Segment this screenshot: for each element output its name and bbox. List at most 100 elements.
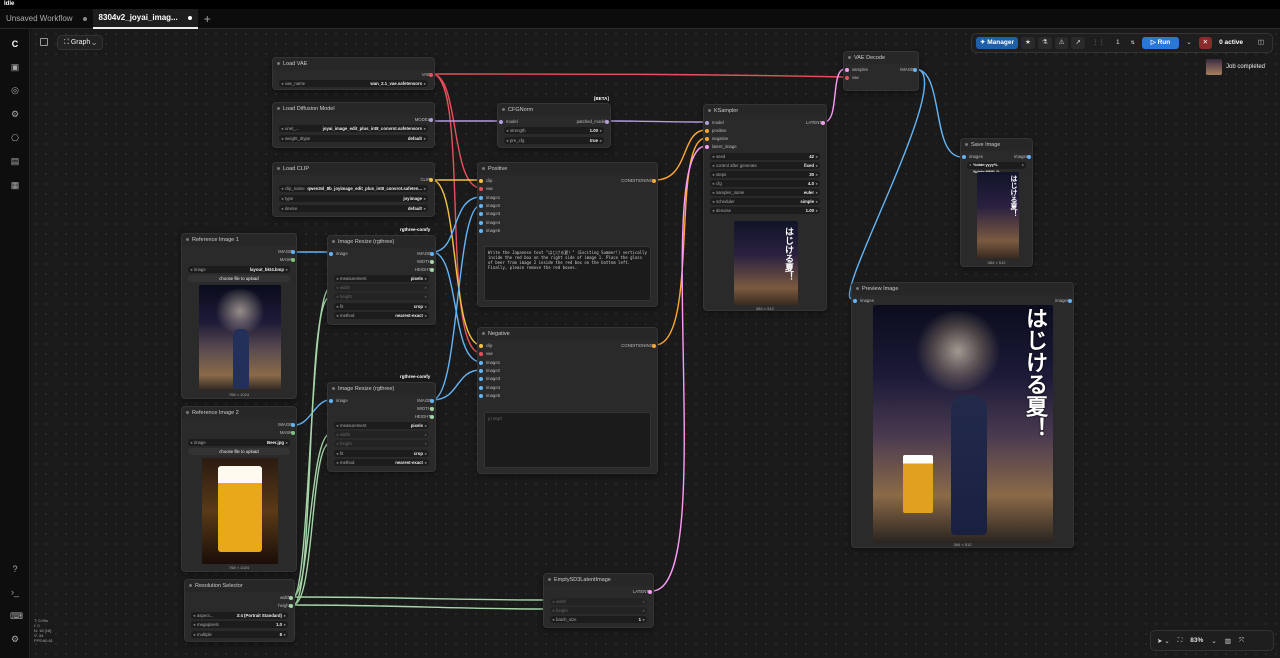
output-latent[interactable]: LATENT: [806, 119, 825, 126]
input-vae[interactable]: vae: [845, 74, 859, 81]
job-status-toast[interactable]: Job completed: [1206, 58, 1265, 76]
node-ksampler[interactable]: KSampler model positive negative latent_…: [703, 104, 827, 311]
flask-alt-icon[interactable]: ⚠: [1054, 37, 1069, 49]
output-height[interactable]: HEIGHT: [415, 413, 434, 420]
minimap-icon[interactable]: ▥: [1224, 637, 1231, 645]
node-load-clip[interactable]: Load CLIP CLIP clip_nameqwen3vl_8b_joyim…: [272, 162, 435, 217]
node-image-resize-2[interactable]: Image Resize (rgthree) image IMAGE WIDTH…: [327, 382, 436, 472]
node-load-diffusion-model[interactable]: Load Diffusion Model MODEL unet_...joyai…: [272, 102, 435, 148]
help-icon[interactable]: ?: [12, 564, 18, 574]
widget-height[interactable]: height: [334, 440, 429, 447]
comfy-logo-icon[interactable]: C: [11, 39, 19, 49]
settings-gear-icon[interactable]: ⚙: [10, 634, 20, 644]
output-images[interactable]: images: [1055, 297, 1072, 304]
drag-handle-icon[interactable]: ⋮⋮: [1091, 39, 1105, 46]
widget-width[interactable]: width: [334, 431, 429, 438]
output-height[interactable]: height: [278, 602, 293, 609]
input-vae[interactable]: vae: [479, 185, 493, 192]
zoom-level[interactable]: 83%: [1190, 637, 1204, 644]
input-image5[interactable]: image5: [479, 227, 500, 234]
queue-count-input[interactable]: 1: [1115, 39, 1120, 46]
output-width[interactable]: WIDTH: [417, 405, 434, 412]
input-image4[interactable]: image4: [479, 219, 500, 226]
input-image4[interactable]: image4: [479, 384, 500, 391]
widget-width[interactable]: width: [550, 598, 647, 605]
models-icon[interactable]: ⎔: [11, 133, 19, 143]
upload-button[interactable]: choose file to upload: [188, 275, 290, 282]
input-images[interactable]: images: [853, 297, 874, 304]
input-clip[interactable]: clip: [479, 177, 492, 184]
input-vae[interactable]: vae: [479, 350, 493, 357]
upload-button[interactable]: choose file to upload: [188, 448, 290, 455]
cancel-icon[interactable]: ✕: [1198, 37, 1213, 49]
terminal-icon[interactable]: ›_: [10, 587, 19, 597]
output-mask[interactable]: MASK: [280, 256, 295, 263]
graph-mode-button[interactable]: ⛶ Graph ⌄: [57, 35, 104, 50]
flask-icon[interactable]: ⚗: [1037, 37, 1052, 49]
output-image[interactable]: IMAGE: [417, 250, 434, 257]
widget-clip-name[interactable]: clip_nameqwen3vl_8b_joyimage_edit_plus_i…: [279, 185, 428, 192]
output-mask[interactable]: MASK: [280, 429, 295, 436]
link-visibility-icon[interactable]: ⤧: [1238, 636, 1245, 644]
active-queue-label[interactable]: 0 active: [1219, 39, 1243, 46]
close-dot-icon[interactable]: [187, 15, 192, 20]
node-empty-sd3-latent-image[interactable]: EmptySD3LatentImage LATENT width height …: [543, 573, 654, 628]
node-positive[interactable]: Positive clip vae image1 image2 image3 i…: [477, 162, 658, 307]
share-icon[interactable]: ➚: [1071, 37, 1085, 49]
input-latent-image[interactable]: latent_image: [705, 143, 737, 150]
panel-right-icon[interactable]: ◫: [1257, 39, 1264, 46]
output-image[interactable]: IMAGE: [278, 248, 295, 255]
widget-aspect-ratio[interactable]: aspect...3:4 (Portrait Standard): [191, 612, 288, 619]
output-clip[interactable]: CLIP: [420, 176, 433, 183]
stepper-icon[interactable]: ⇅: [1130, 40, 1135, 46]
output-model[interactable]: MODEL: [415, 116, 433, 123]
widget-height[interactable]: height: [334, 293, 429, 300]
widget-height[interactable]: height: [550, 607, 647, 614]
widget-unet-name[interactable]: unet_...joyai_image_edit_plus_int8_convr…: [279, 125, 428, 132]
input-model[interactable]: model: [705, 119, 724, 126]
workflows-icon[interactable]: ▤: [10, 156, 20, 166]
output-latent[interactable]: LATENT: [633, 588, 652, 595]
select-tool-icon[interactable]: ➤ ⌄: [1157, 637, 1170, 645]
images-icon[interactable]: ▣: [10, 62, 20, 72]
fit-view-icon[interactable]: ⛶: [1177, 636, 1183, 644]
input-model[interactable]: model: [499, 118, 518, 125]
output-image[interactable]: IMAGE: [278, 421, 295, 428]
input-image[interactable]: image: [329, 397, 348, 404]
output-width[interactable]: width: [280, 594, 293, 601]
output-vae[interactable]: VAE: [422, 71, 433, 78]
widget-filename-prefix[interactable]: %date:yyyy%-%date:MM%-%...: [967, 162, 1026, 174]
output-patched-model[interactable]: patched_model: [577, 118, 609, 125]
node-resolution-selector[interactable]: Resolution Selector width height aspect.…: [184, 579, 295, 642]
node-reference-image-1[interactable]: Reference Image 1 IMAGE MASK imagelayout…: [181, 233, 297, 399]
tab-active-workflow[interactable]: 8304v2_joyai_imag...: [92, 8, 198, 29]
node-negative[interactable]: Negative clip vae image1 image2 image3 i…: [477, 327, 658, 474]
star-icon[interactable]: ★: [1021, 37, 1035, 49]
input-samples[interactable]: samples: [845, 66, 868, 73]
input-clip[interactable]: clip: [479, 342, 492, 349]
panel-toggle-icon[interactable]: [40, 38, 48, 46]
run-button[interactable]: ▷ Run: [1141, 37, 1180, 49]
zoom-menu-icon[interactable]: ⌄: [1211, 637, 1217, 645]
tab-unsaved-workflow[interactable]: Unsaved Workflow: [0, 9, 93, 29]
input-negative[interactable]: negative: [705, 135, 728, 142]
output-image[interactable]: IMAGE: [900, 66, 917, 73]
prompt-textarea[interactable]: Write the Japanese text "はじける夏！" (Exciti…: [484, 246, 651, 301]
